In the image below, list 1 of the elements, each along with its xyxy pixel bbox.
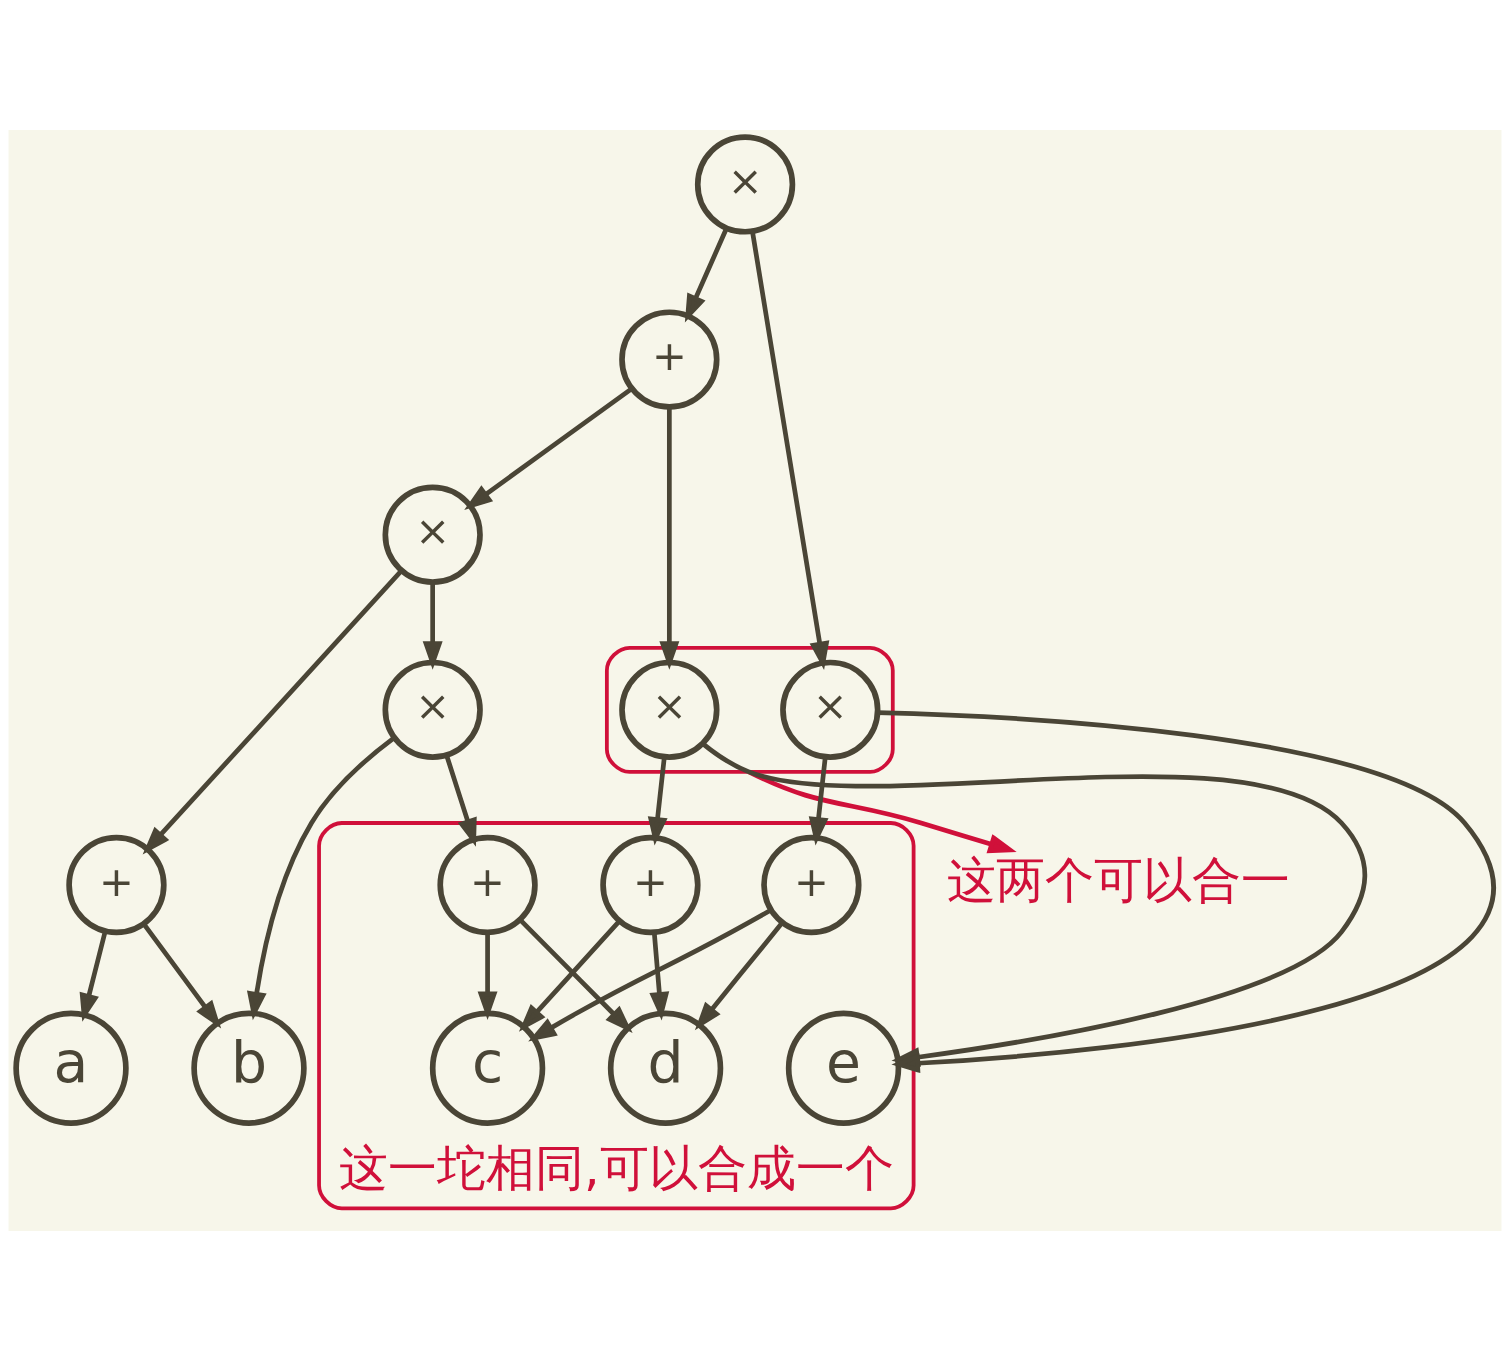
node-text: 这两个可以合一 [946, 850, 1290, 909]
